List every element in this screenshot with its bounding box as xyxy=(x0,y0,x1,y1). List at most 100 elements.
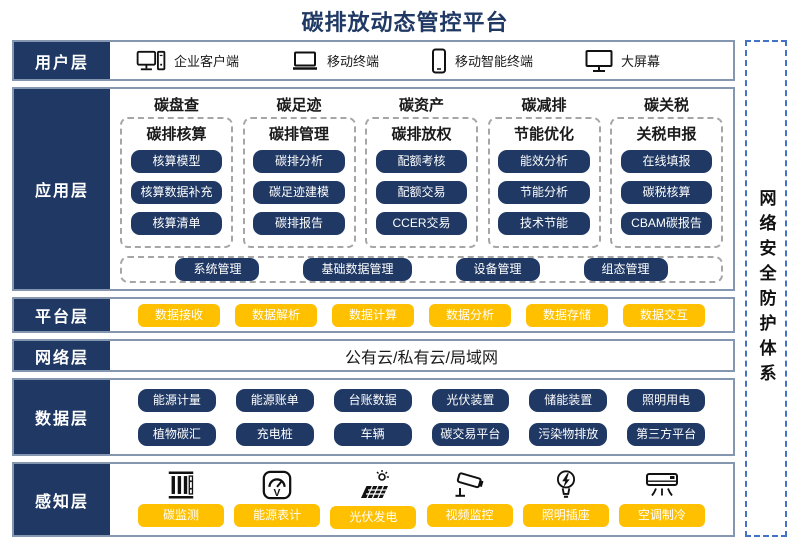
laptop-icon xyxy=(291,50,319,72)
svg-text:V: V xyxy=(274,488,281,499)
app-column-subheader: 碳排放权 xyxy=(391,126,452,143)
app-chip: 系统管理 xyxy=(175,258,260,281)
sensor-air-conditioning: 空调制冷 xyxy=(618,469,705,527)
application-columns: 碳盘查 碳排核算 核算模型 核算数据补充 核算清单 碳足迹 碳排管理 碳排分析 … xyxy=(120,94,723,248)
sensor-layer-content: 碳监测 V 能源表计 xyxy=(110,464,733,535)
device-mobile-terminal: 移动终端 xyxy=(291,50,379,72)
user-layer-row: 用户层 企业客户端 xyxy=(12,40,735,81)
data-layer-row: 数据层 能源计量 能源账单 台账数据 光伏装置 储能装置 照明用电 植物碳汇 充… xyxy=(12,378,735,456)
sensor-chip: 照明插座 xyxy=(522,504,609,527)
app-column-box: 碳排核算 核算模型 核算数据补充 核算清单 xyxy=(120,117,233,248)
app-column-subheader: 关税申报 xyxy=(636,126,697,143)
sensor-chip: 视频监控 xyxy=(426,504,513,527)
app-column-header: 碳减排 xyxy=(521,97,567,114)
sensor-solar-power: 光伏发电 xyxy=(330,469,417,529)
sensor-layer-label: 感知层 xyxy=(14,464,110,535)
data-chip: 第三方平台 xyxy=(627,422,705,446)
platform-layer-label: 平台层 xyxy=(14,299,110,331)
app-chip: 配额考核 xyxy=(375,150,468,173)
app-chip: 核算模型 xyxy=(130,150,223,173)
device-label: 移动智能终端 xyxy=(455,54,534,69)
platform-chip: 数据接收 xyxy=(138,303,220,327)
data-chip: 照明用电 xyxy=(627,388,705,412)
data-chip: 植物碳汇 xyxy=(138,422,216,446)
platform-layer-row: 平台层 数据接收 数据解析 数据计算 数据分析 数据存储 数据交互 xyxy=(12,297,735,333)
data-chip: 车辆 xyxy=(333,422,412,446)
device-label: 企业客户端 xyxy=(174,54,240,69)
app-column-header: 碳盘查 xyxy=(153,97,199,114)
platform-layer-content: 数据接收 数据解析 数据计算 数据分析 数据存储 数据交互 xyxy=(110,299,733,331)
sensor-energy-meter: V 能源表计 xyxy=(234,469,321,527)
app-chip: CCER交易 xyxy=(375,212,468,235)
device-label: 移动终端 xyxy=(327,54,380,69)
sensor-video-surveillance: 视频监控 xyxy=(426,469,513,527)
application-layer-content: 碳盘查 碳排核算 核算模型 核算数据补充 核算清单 碳足迹 碳排管理 碳排分析 … xyxy=(110,89,733,289)
page-title: 碳排放动态管控平台 xyxy=(301,10,509,35)
app-chip: CBAM碳报告 xyxy=(620,212,713,235)
app-chip: 能效分析 xyxy=(498,150,590,173)
network-layer-text: 公有云/私有云/局域网 xyxy=(345,349,498,367)
app-chip: 设备管理 xyxy=(455,258,540,281)
cctv-camera-icon xyxy=(452,469,488,501)
platform-chip: 数据计算 xyxy=(332,303,414,327)
app-chip: 碳税核算 xyxy=(620,181,713,204)
user-layer-label: 用户层 xyxy=(14,42,110,79)
app-chip: 技术节能 xyxy=(498,212,590,235)
app-chip: 碳排分析 xyxy=(253,150,345,173)
device-big-screen: 大屏幕 xyxy=(585,49,660,73)
app-column-header: 碳足迹 xyxy=(276,97,322,114)
data-layer-label: 数据层 xyxy=(14,380,110,454)
app-column-carbon-inventory: 碳盘查 碳排核算 核算模型 核算数据补充 核算清单 xyxy=(120,94,233,248)
sensor-layer-row: 感知层 碳监测 xyxy=(12,462,735,537)
app-chip: 核算数据补充 xyxy=(130,181,223,204)
platform-chip: 数据分析 xyxy=(429,303,511,327)
data-chip: 碳交易平台 xyxy=(431,422,510,446)
carbon-monitor-icon xyxy=(165,469,197,501)
data-chip: 台账数据 xyxy=(333,388,412,412)
platform-chip: 数据存储 xyxy=(526,303,608,327)
sensor-lighting-socket: 照明插座 xyxy=(522,469,609,527)
security-system-text: 网络安全防护体系 xyxy=(756,188,776,389)
air-conditioner-icon xyxy=(644,469,680,501)
data-chip: 污染物排放 xyxy=(529,422,608,446)
app-chip: 组态管理 xyxy=(583,258,668,281)
app-chip: 基础数据管理 xyxy=(303,258,412,281)
sensor-chip: 碳监测 xyxy=(138,504,224,527)
platform-chip: 数据解析 xyxy=(235,303,317,327)
application-layer-label: 应用层 xyxy=(14,89,110,289)
energy-meter-icon: V xyxy=(261,469,293,501)
sensor-chip: 光伏发电 xyxy=(330,506,417,529)
app-common-modules-box: 系统管理 基础数据管理 设备管理 组态管理 xyxy=(120,256,723,283)
network-layer-label: 网络层 xyxy=(14,341,110,370)
smartphone-icon xyxy=(431,48,447,74)
app-column-box: 关税申报 在线填报 碳税核算 CBAM碳报告 xyxy=(610,117,723,248)
device-label: 大屏幕 xyxy=(621,54,661,69)
app-column-subheader: 节能优化 xyxy=(513,126,574,143)
data-layer-content: 能源计量 能源账单 台账数据 光伏装置 储能装置 照明用电 植物碳汇 充电桩 车… xyxy=(110,380,733,454)
app-chip: 在线填报 xyxy=(620,150,713,173)
app-column-box: 碳排管理 碳排分析 碳足迹建模 碳排报告 xyxy=(242,117,356,248)
device-smart-mobile-terminal: 移动智能终端 xyxy=(431,48,533,74)
app-column-carbon-tariff: 碳关税 关税申报 在线填报 碳税核算 CBAM碳报告 xyxy=(610,94,723,248)
app-chip: 节能分析 xyxy=(498,181,590,204)
app-column-header: 碳关税 xyxy=(643,97,689,114)
app-column-box: 碳排放权 配额考核 配额交易 CCER交易 xyxy=(365,117,478,248)
sensor-chip: 空调制冷 xyxy=(618,504,705,527)
app-chip: 核算清单 xyxy=(130,212,223,235)
app-column-carbon-footprint: 碳足迹 碳排管理 碳排分析 碳足迹建模 碳排报告 xyxy=(242,94,356,248)
app-chip: 碳足迹建模 xyxy=(253,181,345,204)
security-system-box: 网络安全防护体系 xyxy=(745,40,787,537)
app-column-subheader: 碳排核算 xyxy=(146,126,207,143)
data-chip: 充电桩 xyxy=(235,422,314,446)
app-column-subheader: 碳排管理 xyxy=(268,126,329,143)
device-enterprise-client: 企业客户端 xyxy=(136,49,239,73)
data-chip: 能源计量 xyxy=(138,388,216,412)
solar-panel-icon xyxy=(355,469,391,503)
app-column-carbon-asset: 碳资产 碳排放权 配额考核 配额交易 CCER交易 xyxy=(365,94,478,248)
app-chip: 配额交易 xyxy=(375,181,468,204)
application-layer-row: 应用层 碳盘查 碳排核算 核算模型 核算数据补充 核算清单 碳足迹 碳排管理 xyxy=(12,87,735,291)
user-layer-content: 企业客户端 移动终端 移动智能终端 xyxy=(110,42,733,79)
app-column-carbon-reduction: 碳减排 节能优化 能效分析 节能分析 技术节能 xyxy=(487,94,601,248)
app-column-header: 碳资产 xyxy=(398,97,444,114)
